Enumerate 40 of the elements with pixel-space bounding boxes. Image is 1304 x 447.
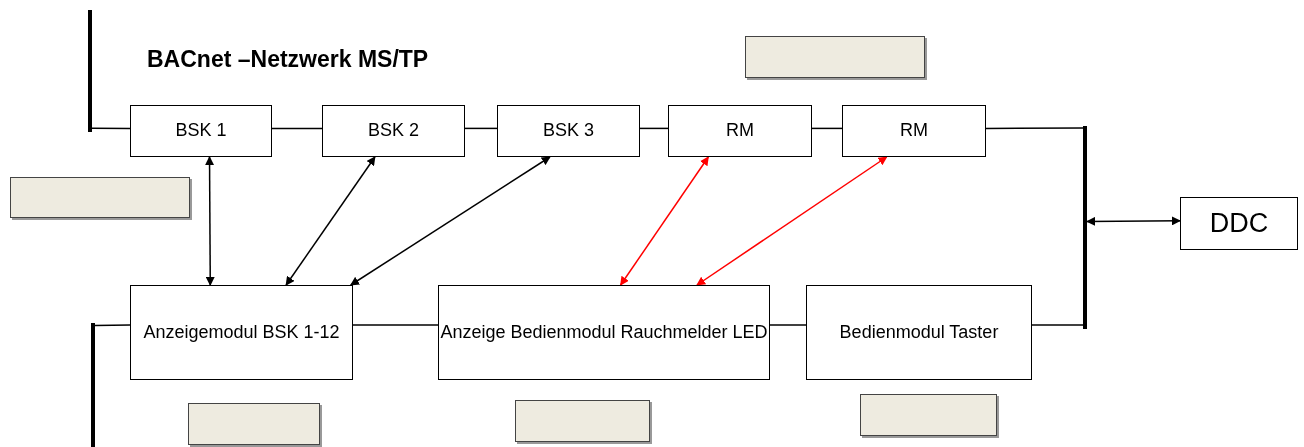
double-arrow: [696, 156, 888, 286]
connector-line: [639, 127, 669, 130]
connector-line: [94, 324, 131, 327]
box-label: BSK 2: [368, 119, 419, 143]
double-arrow: [205, 156, 215, 286]
module-box: [438, 285, 770, 380]
double-arrow: [1086, 216, 1181, 226]
box-label: BSK 3: [543, 119, 594, 143]
label-box: [860, 394, 997, 436]
connector-line: [352, 324, 439, 326]
label-box: [745, 36, 925, 78]
box-label: RM: [900, 119, 928, 143]
label-box: [10, 177, 190, 218]
diagram-title: BACnet –Netzwerk MS/TP: [147, 46, 429, 73]
box-label: BSK 1: [175, 119, 227, 143]
module-box: [668, 105, 812, 157]
module-box: [130, 105, 272, 157]
box-label: DDC: [1209, 206, 1269, 240]
connector-line: [1031, 324, 1084, 326]
module-box: [497, 105, 640, 157]
module-box: [322, 105, 465, 157]
connector-line: [464, 127, 498, 130]
box-label: RM: [726, 119, 754, 143]
connector-line: [811, 127, 843, 130]
double-arrow: [350, 156, 551, 286]
connector-line: [985, 127, 1084, 130]
box-label: Bedienmodul Taster: [839, 320, 999, 344]
module-box: [130, 285, 353, 380]
connector-line: [271, 127, 323, 130]
label-box: [515, 400, 650, 442]
label-box: [188, 403, 320, 445]
double-arrow: [285, 156, 376, 286]
module-box: [1180, 197, 1298, 250]
box-label: Anzeigemodul BSK 1-12: [143, 320, 340, 344]
box-label: Anzeige Bedienmodul Rauchmelder LED: [440, 320, 768, 344]
module-box: [806, 285, 1032, 380]
connector-line: [91, 127, 131, 130]
module-box: [842, 105, 986, 157]
double-arrow: [619, 156, 710, 286]
connector-line: [769, 324, 807, 326]
